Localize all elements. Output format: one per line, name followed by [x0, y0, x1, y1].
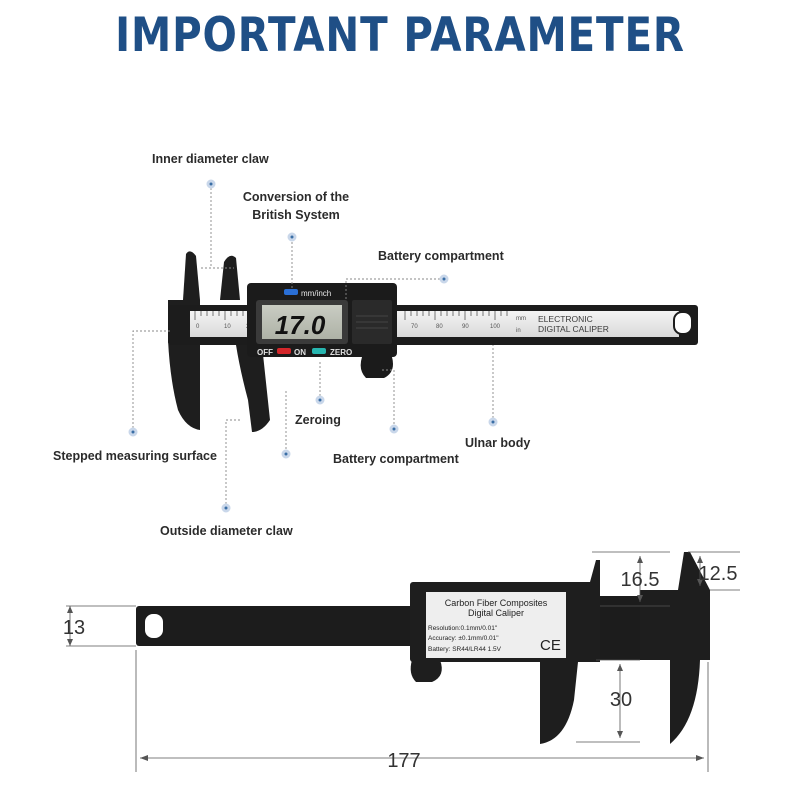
leader-battery-top [345, 278, 444, 300]
ce-mark: CE [540, 637, 561, 654]
label-conversion-line1: Conversion of the [242, 190, 350, 204]
dimension-body-height: 13 [63, 617, 85, 639]
label-conversion-line2: British System [252, 208, 340, 222]
leader-inner-claw [200, 184, 234, 269]
dimension-inner-jaw-tip: 12.5 [699, 563, 738, 585]
label-battery-compartment-top: Battery compartment [378, 249, 504, 263]
leader-battery-bottom [380, 369, 395, 428]
scale-number: 10 [224, 324, 231, 330]
back-sliding-jaw [540, 560, 600, 744]
leader-stepped [132, 330, 170, 432]
brand-line2: DIGITAL CALIPER [538, 324, 609, 334]
spec-label-line2: Digital Caliper [468, 608, 524, 618]
label-conversion: Conversion of the British System [226, 188, 366, 224]
fixed-inner-claw [183, 251, 200, 300]
pointer-dot-outside-claw [221, 503, 231, 513]
pointer-dot-ulnar-body [488, 417, 498, 427]
pointer-dot-battery-top [439, 274, 449, 284]
scale-in-label: in [516, 328, 521, 334]
zero-label: ZERO [330, 348, 352, 357]
spec-battery: Battery: SR44/LR44 1.5V [428, 646, 502, 653]
back-fixed-jaw [640, 552, 710, 744]
sliding-outer-jaw [236, 345, 270, 432]
label-battery-compartment-bottom: Battery compartment [333, 452, 459, 466]
spec-resolution: Resolution:0.1mm/0.01" [428, 625, 498, 632]
pointer-dot-outside-claw-2 [281, 449, 291, 459]
unit-button-label: mm/inch [301, 289, 331, 298]
beam-end-hole [673, 311, 693, 335]
scale-mm-label: mm [516, 316, 526, 322]
on-label: ON [294, 348, 306, 357]
scale-number: 70 [411, 324, 418, 330]
scale-number: 100 [490, 324, 501, 330]
pointer-dot-conversion [287, 232, 297, 242]
lcd-screen [262, 305, 342, 339]
spec-label-line1: Carbon Fiber Composites [445, 598, 548, 608]
scale-number: 80 [436, 324, 443, 330]
brand-line1: ELECTRONIC [538, 314, 593, 324]
off-button [277, 348, 291, 354]
thumb-wheel [360, 357, 393, 378]
leader-outside-claw-1 [225, 419, 242, 508]
pointer-dot-zeroing [315, 395, 325, 405]
back-beam-hole [145, 614, 163, 638]
label-stepped-measuring-surface: Stepped measuring surface [53, 449, 217, 463]
pointer-dot-stepped [128, 427, 138, 437]
back-fixed-jaw-body [600, 596, 640, 660]
dimension-outer-jaw: 30 [610, 689, 632, 711]
lcd-reading: 17.0 [275, 310, 326, 340]
back-thumb-wheel [410, 660, 442, 682]
label-outside-diameter-claw: Outside diameter claw [160, 524, 293, 538]
page-title: IMPORTANT PARAMETER [115, 8, 685, 63]
unit-button [284, 289, 298, 295]
dimension-inner-jaw: 16.5 [621, 569, 660, 591]
label-zeroing: Zeroing [295, 413, 341, 427]
label-inner-diameter-claw: Inner diameter claw [152, 152, 269, 166]
scale-number: 90 [462, 324, 469, 330]
sliding-inner-claw [220, 255, 240, 300]
beam-scale-right [397, 311, 679, 337]
scale-ticks-right [404, 311, 508, 320]
beam-scale-left [190, 311, 250, 337]
scale-number: 0 [196, 324, 200, 330]
spec-label [426, 592, 566, 658]
dimension-length: 177 [387, 750, 420, 772]
pointer-dot-battery-bottom [389, 424, 399, 434]
label-ulnar-body: Ulnar body [465, 436, 531, 450]
spec-accuracy: Accuracy: ±0.1mm/0.01" [428, 635, 499, 642]
zero-button [312, 348, 326, 354]
off-label: OFF [257, 348, 273, 357]
pointer-dot-inner-claw [206, 179, 216, 189]
